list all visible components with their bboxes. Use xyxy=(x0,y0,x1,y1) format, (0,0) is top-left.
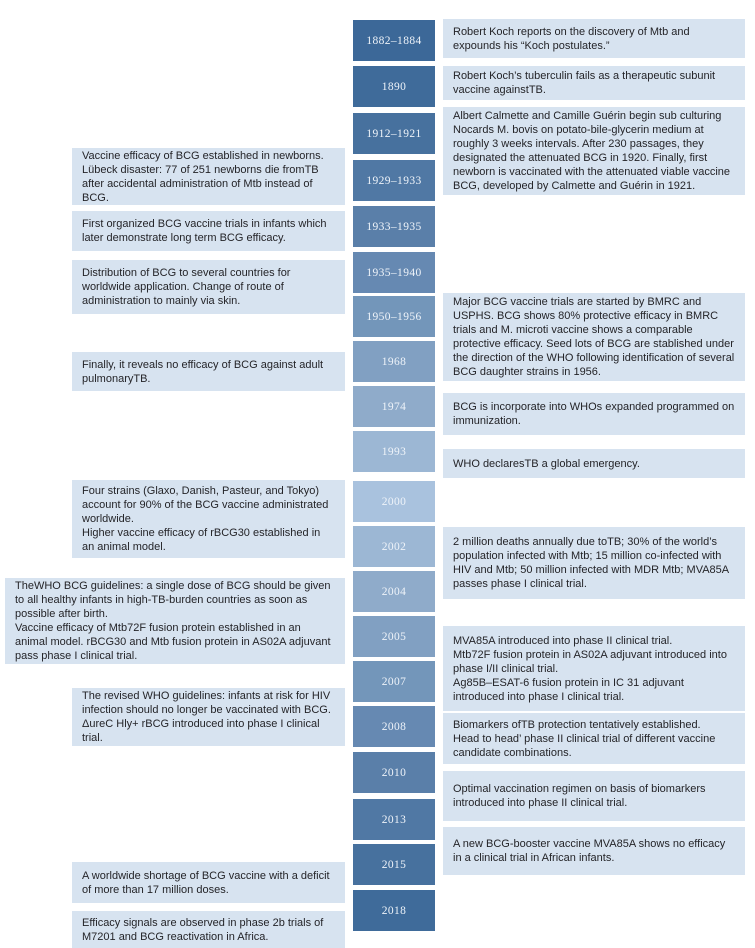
event-box: Four strains (Glaxo, Danish, Pasteur, an… xyxy=(72,480,345,558)
year-box-1912-1921: 1912–1921 xyxy=(353,113,435,154)
year-box-1882-1884: 1882–1884 xyxy=(353,20,435,61)
event-box: Optimal vaccination regimen on basis of … xyxy=(443,771,745,821)
event-text: ΔureC Hly+ rBCG introduced into phase I … xyxy=(82,718,320,744)
year-label: 1993 xyxy=(381,445,407,458)
event-text: Albert Calmette and Camille Guérin begin… xyxy=(453,110,731,192)
event-text: Efficacy signals are observed in phase 2… xyxy=(82,916,324,943)
event-text: Head to head’ phase II clinical trial of… xyxy=(453,732,716,759)
year-label: 2015 xyxy=(381,858,407,871)
event-box: Finally, it reveals no efficacy of BCG a… xyxy=(72,352,345,391)
year-box-2013: 2013 xyxy=(353,799,435,840)
event-box: 2 million deaths annually due toTB; 30% … xyxy=(443,527,745,599)
year-label: 1890 xyxy=(381,80,407,93)
year-label: 1968 xyxy=(381,355,407,368)
year-box-1950-1956: 1950–1956 xyxy=(353,296,435,337)
event-box: Albert Calmette and Camille Guérin begin… xyxy=(443,107,745,195)
year-box-1993: 1993 xyxy=(353,431,435,472)
event-text: MVA85A introduced into phase II clinical… xyxy=(453,634,673,647)
year-label: 2004 xyxy=(381,585,407,598)
event-box: Efficacy signals are observed in phase 2… xyxy=(72,911,345,948)
year-label: 2018 xyxy=(381,904,407,917)
event-box: The revised WHO guidelines: infants at r… xyxy=(72,688,345,746)
event-text: Mtb72F fusion protein in AS02A adjuvant … xyxy=(453,648,727,675)
event-box: WHO declaresTB a global emergency. xyxy=(443,449,745,478)
event-text: First organized BCG vaccine trials in in… xyxy=(82,218,327,244)
event-box: Biomarkers ofTB protection tentatively e… xyxy=(443,713,745,764)
event-box: Distribution of BCG to several countries… xyxy=(72,260,345,314)
year-box-2004: 2004 xyxy=(353,571,435,612)
event-box: First organized BCG vaccine trials in in… xyxy=(72,211,345,251)
year-label: 1882–1884 xyxy=(366,34,422,47)
event-text: BCG is incorporate into WHOs expanded pr… xyxy=(453,401,735,427)
event-text: TheWHO BCG guidelines: a single dose of … xyxy=(15,580,331,620)
year-label: 1950–1956 xyxy=(366,310,422,323)
event-text: Finally, it reveals no efficacy of BCG a… xyxy=(82,358,324,385)
year-box-2002: 2002 xyxy=(353,526,435,567)
year-box-2000: 2000 xyxy=(353,481,435,522)
event-text: WHO declaresTB a global emergency. xyxy=(453,457,640,470)
event-text: Lübeck disaster: 77 of 251 newborns die … xyxy=(82,163,319,204)
event-box: MVA85A introduced into phase II clinical… xyxy=(443,626,745,711)
event-box: Robert Koch reports on the discovery of … xyxy=(443,19,745,58)
year-box-1929-1933: 1929–1933 xyxy=(353,160,435,201)
year-box-2018: 2018 xyxy=(353,890,435,931)
event-text: Ag85B–ESAT-6 fusion protein in IC 31 adj… xyxy=(453,676,684,703)
event-text: Robert Koch reports on the discovery of … xyxy=(453,25,690,52)
event-text: Vaccine efficacy of BCG established in n… xyxy=(82,149,324,162)
year-label: 2005 xyxy=(381,630,407,643)
event-text: Distribution of BCG to several countries… xyxy=(82,267,291,307)
event-box: Major BCG vaccine trials are started by … xyxy=(443,293,745,381)
year-label: 2010 xyxy=(381,766,407,779)
year-box-1890: 1890 xyxy=(353,66,435,107)
event-text: A worldwide shortage of BCG vaccine with… xyxy=(82,869,330,896)
event-box: BCG is incorporate into WHOs expanded pr… xyxy=(443,393,745,435)
year-label: 2007 xyxy=(381,675,407,688)
event-box: Robert Koch’s tuberculin fails as a ther… xyxy=(443,66,745,100)
year-box-1935-1940: 1935–1940 xyxy=(353,252,435,293)
year-label: 1974 xyxy=(381,400,407,413)
year-label: 2000 xyxy=(381,495,407,508)
event-text: The revised WHO guidelines: infants at r… xyxy=(82,690,331,716)
event-text: 2 million deaths annually due toTB; 30% … xyxy=(453,536,729,590)
event-text: Robert Koch’s tuberculin fails as a ther… xyxy=(453,70,716,96)
year-label: 1929–1933 xyxy=(366,174,422,187)
year-box-1974: 1974 xyxy=(353,386,435,427)
event-text: Optimal vaccination regimen on basis of … xyxy=(453,783,706,809)
year-label: 2008 xyxy=(381,720,407,733)
year-box-2010: 2010 xyxy=(353,752,435,793)
event-text: Biomarkers ofTB protection tentatively e… xyxy=(453,718,701,731)
event-text: Major BCG vaccine trials are started by … xyxy=(453,296,735,378)
year-box-1968: 1968 xyxy=(353,341,435,382)
year-label: 2002 xyxy=(381,540,407,553)
year-label: 1912–1921 xyxy=(366,127,422,140)
year-label: 1933–1935 xyxy=(366,220,422,233)
event-box: Vaccine efficacy of BCG established in n… xyxy=(72,148,345,205)
year-box-2008: 2008 xyxy=(353,706,435,747)
year-label: 2013 xyxy=(381,813,407,826)
event-text: A new BCG-booster vaccine MVA85A shows n… xyxy=(453,838,726,864)
year-label: 1935–1940 xyxy=(366,266,422,279)
event-box: A worldwide shortage of BCG vaccine with… xyxy=(72,862,345,903)
event-box: A new BCG-booster vaccine MVA85A shows n… xyxy=(443,827,745,875)
year-box-2005: 2005 xyxy=(353,616,435,657)
event-text: Higher vaccine efficacy of rBCG30 establ… xyxy=(82,527,321,553)
event-text: Vaccine efficacy of Mtb72F fusion protei… xyxy=(15,622,331,662)
event-text: Four strains (Glaxo, Danish, Pasteur, an… xyxy=(82,485,329,525)
year-box-2015: 2015 xyxy=(353,844,435,885)
year-box-2007: 2007 xyxy=(353,661,435,702)
event-box: TheWHO BCG guidelines: a single dose of … xyxy=(5,578,345,664)
year-box-1933-1935: 1933–1935 xyxy=(353,206,435,247)
